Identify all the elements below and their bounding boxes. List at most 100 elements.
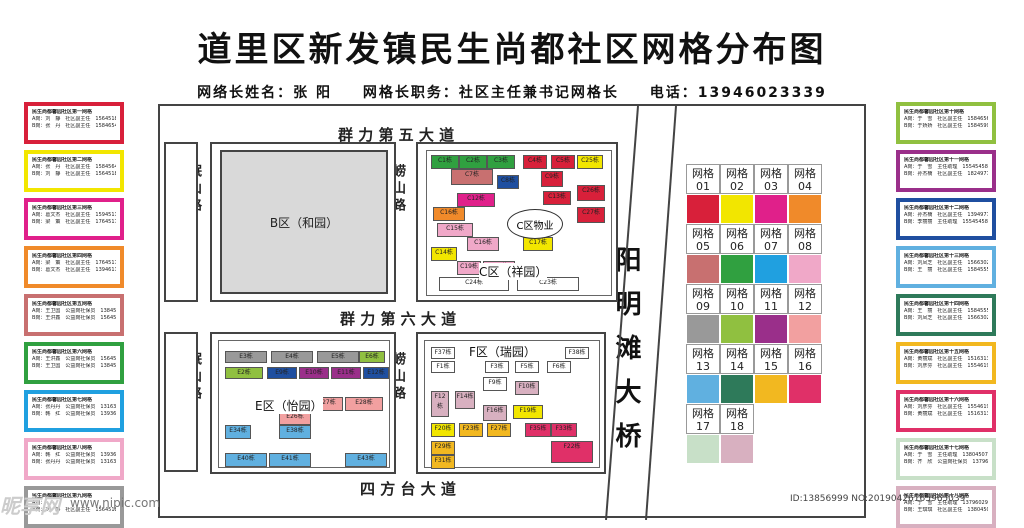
- grid-card-b: B岗：王卫国 公益岗社保员 13845908327: [32, 363, 116, 369]
- building-block: F35栋: [525, 423, 551, 437]
- building-block: C14栋: [431, 247, 457, 261]
- grid-card-title: 民生尚都馨园社区第一网格: [32, 109, 93, 115]
- legend-swatch: [686, 314, 720, 344]
- building-block: F10栋: [515, 381, 539, 395]
- legend-label: 网格 13: [686, 344, 720, 374]
- building-block: E2栋: [225, 367, 263, 379]
- watermark-url: www.nipic.com: [70, 496, 161, 510]
- legend-label: 网格 17: [686, 404, 720, 434]
- building-block: F20栋: [431, 423, 455, 437]
- legend-label: 网格 02: [720, 164, 754, 194]
- grid-card-title: 民生尚都馨园社区第十八网格: [904, 493, 970, 499]
- grid-card-a: A岗：于 雪 主任助理 13796029269: [904, 500, 988, 506]
- legend-swatch: [788, 194, 822, 224]
- grid-card-b: B岗：韩 红 公益岗社保员 13936582417: [32, 411, 116, 417]
- legend-label: 网格 05: [686, 224, 720, 254]
- grid-card-a: A岗：于 雪 主任助理 13804507050: [904, 452, 988, 458]
- building-block: C16栋: [433, 207, 465, 221]
- building-block: F6栋: [547, 361, 571, 373]
- grid-card-b: B岗：张 丹 社区副主任 15846544684: [32, 123, 116, 129]
- grid-card-b: B岗：刘凤芝 社区副主任 15663023639: [904, 315, 988, 321]
- grid-card-b: B岗：王洪鑫 公益岗社保员 15645601560: [32, 315, 116, 321]
- legend-swatch: [788, 254, 822, 284]
- grid-card-title: 民生尚都馨园社区第十五网格: [904, 349, 970, 355]
- road-middle-label: 群 力 第 六 大 道: [340, 310, 457, 328]
- building-block: E11栋: [331, 367, 361, 379]
- building-block: E10栋: [299, 367, 329, 379]
- grid-card-a: A岗：葛文杰 社区副主任 15945114552: [32, 212, 116, 218]
- block-left-upper: [164, 142, 198, 302]
- legend-swatch: [720, 254, 754, 284]
- grid-card-a: A岗：于 雪 社区副主任 15846561942: [904, 116, 988, 122]
- grid-card-title: 民生尚都馨园社区第八网格: [32, 445, 93, 451]
- building-block: C8栋: [497, 175, 519, 189]
- legend-swatch: [754, 314, 788, 344]
- grid-card-title: 民生尚都馨园社区第十一网格: [904, 157, 970, 163]
- grid-card-a: A岗：张 丹 社区副主任 15845644684: [32, 164, 116, 170]
- building-block: C24栋: [439, 277, 509, 291]
- grid-card-title: 民生尚都馨园社区第二网格: [32, 157, 93, 163]
- legend-swatch: [686, 254, 720, 284]
- legend-swatch: [686, 374, 720, 404]
- grid-card-a: A岗：: [32, 500, 46, 506]
- grid-card-a: A岗：王洪鑫 公益岗社保员 15645601560: [32, 356, 116, 362]
- block-b: B区（和园）: [210, 142, 396, 302]
- building-block: C19栋: [457, 261, 481, 275]
- grid-card-title: 民生尚都馨园社区第十七网格: [904, 445, 970, 451]
- leader-phone: 电话：13946023339: [649, 85, 827, 101]
- road-top-label: 群 力 第 五 大 道: [338, 126, 455, 144]
- grid-card-b: B岗：梁 策 社区副主任 17645179608: [32, 219, 116, 225]
- building-block: C12栋: [457, 193, 495, 207]
- building-block: E4栋: [271, 351, 313, 363]
- building-block: E12栋: [363, 367, 389, 379]
- legend-swatch: [754, 194, 788, 224]
- building-block: E3栋: [225, 351, 267, 363]
- legend-label: 网格 15: [754, 344, 788, 374]
- grid-card-a: A岗：黄丽斌 社区副主任 15163137875: [904, 356, 988, 362]
- legend-label: 网格 12: [788, 284, 822, 314]
- building-block: C1栋: [431, 155, 459, 169]
- leader-name: 网络长姓名：张 阳: [197, 85, 332, 101]
- building-block: C13栋: [543, 191, 571, 205]
- watermark-id: ID:13856999 NO:20190426165965039: [790, 494, 966, 504]
- grid-card-title: 民生尚都馨园社区第五网格: [32, 301, 93, 307]
- road-bottom-label: 四 方 台 大 道: [360, 480, 456, 498]
- legend-label: 网格 01: [686, 164, 720, 194]
- legend-swatch: [686, 434, 720, 464]
- building-block: E6栋: [359, 351, 385, 363]
- legend-label: 网格 18: [720, 404, 754, 434]
- block-e: E3栋E4栋E5栋E2栋E6栋E9栋E10栋E11栋E12栋E24栋E26栋E2…: [210, 332, 396, 474]
- grid-card-a: A岗：刘 静 社区副主任 15645181287: [32, 116, 116, 122]
- c-property-office: C区物业: [507, 209, 563, 239]
- legend-label: 网格 14: [720, 344, 754, 374]
- building-block: F1栋: [431, 361, 455, 373]
- building-block: C23栋: [517, 277, 579, 291]
- building-block: F22栋: [551, 441, 593, 463]
- building-block: F19栋: [513, 405, 543, 419]
- building-block: F16栋: [483, 405, 507, 421]
- legend-label: 网格 06: [720, 224, 754, 254]
- road-diagonal-lines: [605, 106, 677, 520]
- grid-card-b: B岗：黄丽斌 社区副主任 15163137875: [904, 411, 988, 417]
- legend-swatch: [720, 194, 754, 224]
- building-block: F33栋: [551, 423, 577, 437]
- legend-label: 网格 07: [754, 224, 788, 254]
- building-block: C26栋: [577, 185, 605, 201]
- zone-e-label: E区（怡园）: [255, 397, 323, 414]
- building-block: C17栋: [523, 237, 553, 251]
- legend-label: 网格 03: [754, 164, 788, 194]
- building-block: F5栋: [515, 361, 539, 373]
- grid-card-b: B岗：于娇娇 社区副主任 15845991485: [904, 123, 988, 129]
- building-block: F14栋: [455, 391, 475, 409]
- grid-card-a: A岗：张丹丹 公益岗社保员 13163690701: [32, 404, 116, 410]
